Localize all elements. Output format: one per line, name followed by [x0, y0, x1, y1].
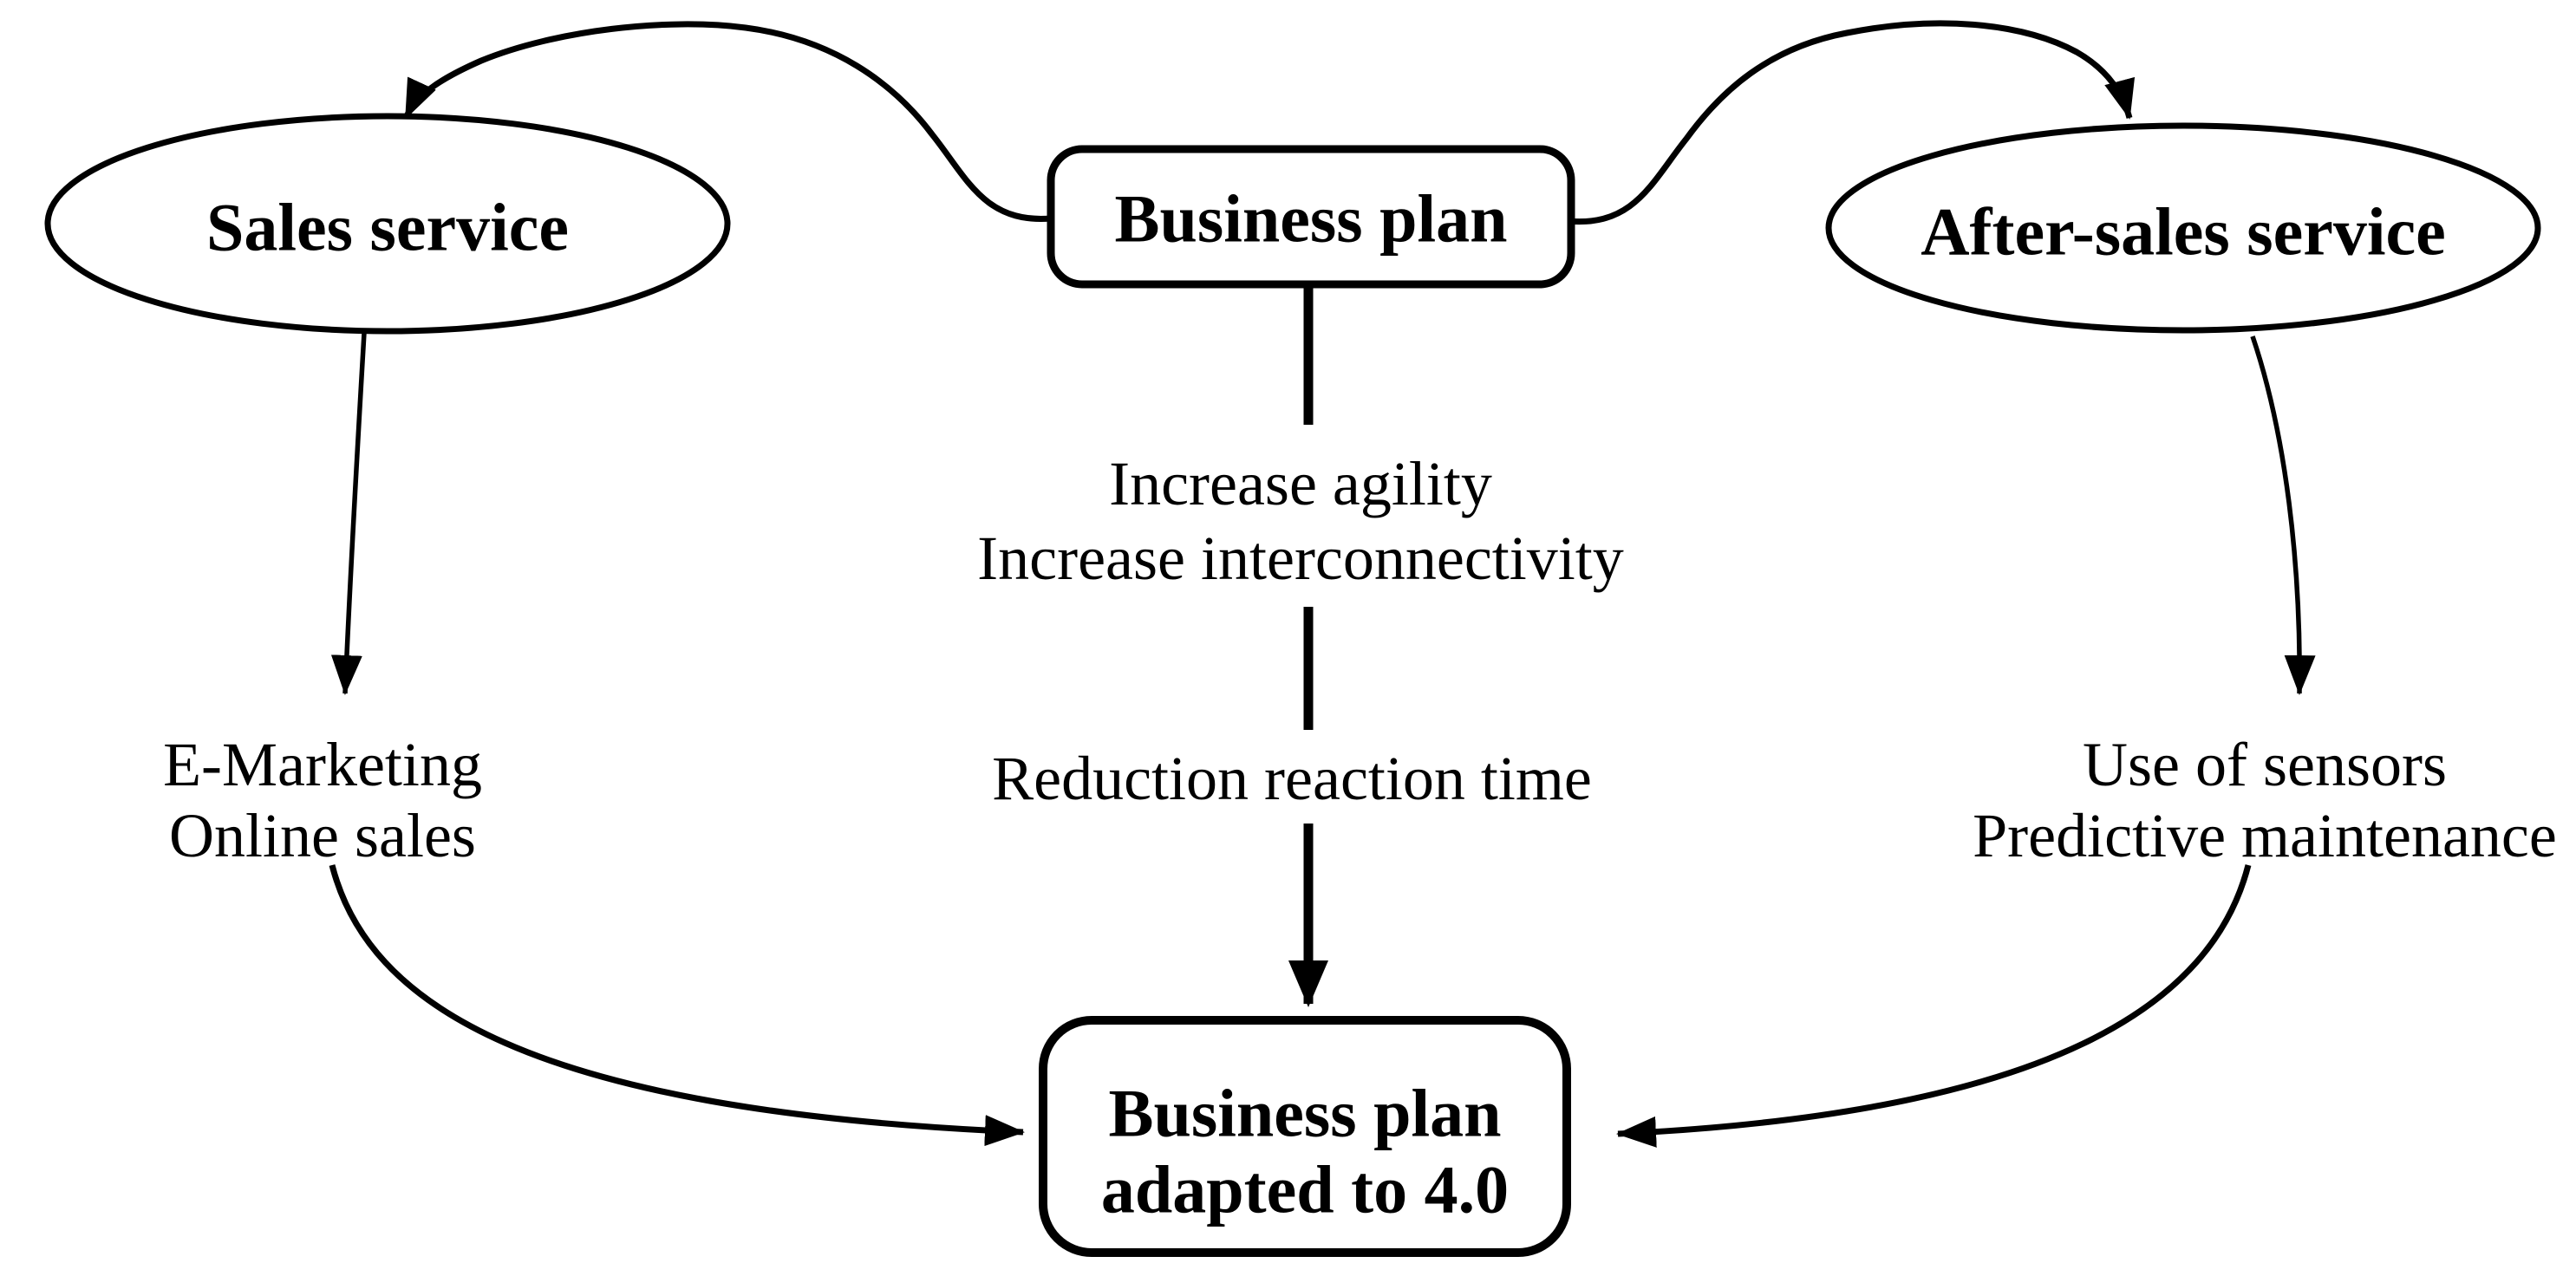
annotation-increase-interconnectivity: Increase interconnectivity	[977, 524, 1624, 593]
annotation-online-sales: Online sales	[169, 801, 476, 870]
annotation-use-of-sensors: Use of sensors	[2083, 730, 2447, 799]
edge-sales-tools-to-adapted	[329, 864, 1025, 1147]
annotation-increase-agility: Increase agility	[1109, 449, 1492, 518]
after-sales-service-ellipse	[1825, 122, 2541, 334]
annotation-reduction-reaction-time: Reduction reaction time	[992, 744, 1592, 813]
business-plan-adapted-box	[1039, 1016, 1571, 1257]
sales-service-label: Sales service	[206, 190, 569, 265]
after-sales-service-label: After-sales service	[1921, 194, 2446, 270]
business-plan-box	[1047, 145, 1575, 289]
edge-business-plan-to-after-sales-service	[1567, 20, 2136, 225]
edge-sales-service-to-sales-tools	[330, 332, 367, 695]
edge-after-sales-service-to-after-sales-tools	[2250, 335, 2316, 695]
annotation-e-marketing: E-Marketing	[163, 730, 482, 799]
annotation-predictive-maintenance: Predictive maintenance	[1973, 801, 2557, 870]
edge-after-sales-tools-to-adapted	[1616, 864, 2252, 1148]
sales-service-ellipse	[44, 113, 731, 335]
business-plan-adapted-label-line2: adapted to 4.0	[1101, 1152, 1509, 1227]
business-plan-label: Business plan	[1114, 181, 1507, 257]
edge-business-plan-to-sales-service	[402, 21, 1052, 222]
business-plan-adapted-label-line1: Business plan	[1108, 1076, 1501, 1151]
